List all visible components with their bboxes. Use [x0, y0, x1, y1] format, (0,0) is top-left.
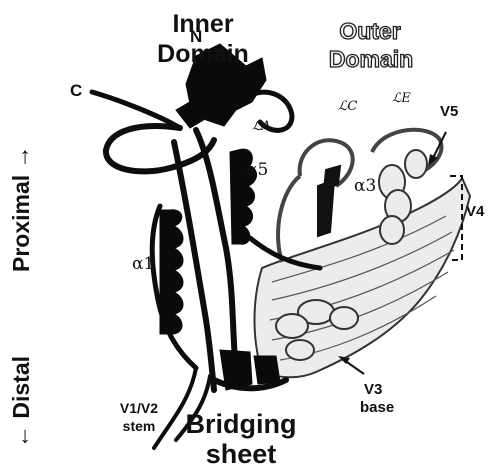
helix-a5-label: α5: [246, 162, 268, 179]
bridging-sheet-label-line1: Bridging: [176, 410, 306, 438]
n-terminus-label: N: [190, 28, 202, 45]
v1v2-stem-label-line2: stem: [104, 418, 174, 434]
outer-domain-title-line1: Outer: [330, 20, 410, 43]
outer-loop-ribbon: [278, 176, 300, 262]
helix-a3-coil: [405, 150, 427, 178]
loop-e-label: ℒE: [392, 92, 411, 105]
helix-a3-label: α3: [354, 178, 376, 195]
v1v2-stem-label-line1: V1/V2: [104, 400, 174, 416]
loop-a-label: ℒA: [252, 120, 271, 133]
outer-helix-coil: [286, 340, 314, 360]
v5-label: V5: [440, 104, 458, 119]
outer-helix-coil: [330, 307, 358, 329]
helix-a3-coil: [380, 216, 404, 244]
inner-domain-title-line1: Inner: [158, 12, 248, 37]
bridging-sheet-blob: [254, 356, 280, 384]
v3-label-line2: base: [360, 400, 394, 415]
proximal-axis-label: Proximal →: [10, 145, 33, 272]
inner-domain-title-line2: Domain: [150, 42, 256, 67]
c-terminus-label: C: [70, 82, 82, 99]
c-terminus-tail: [92, 92, 180, 128]
outer-domain-title-line2: Domain: [316, 48, 426, 71]
v3-label-line1: V3: [364, 382, 382, 397]
outer-helix-coil: [276, 314, 308, 338]
distal-axis-label: ← Distal: [10, 356, 33, 448]
outer-domain-ribbons: [255, 130, 471, 377]
loop-c-label: ℒC: [338, 100, 357, 113]
helix-a1: [160, 210, 183, 334]
bridging-sheet-label-line2: sheet: [176, 440, 306, 468]
bridging-sheet-blob: [220, 350, 252, 390]
v4-label: V4: [466, 204, 484, 219]
helix-a1-label: α1: [132, 256, 154, 273]
